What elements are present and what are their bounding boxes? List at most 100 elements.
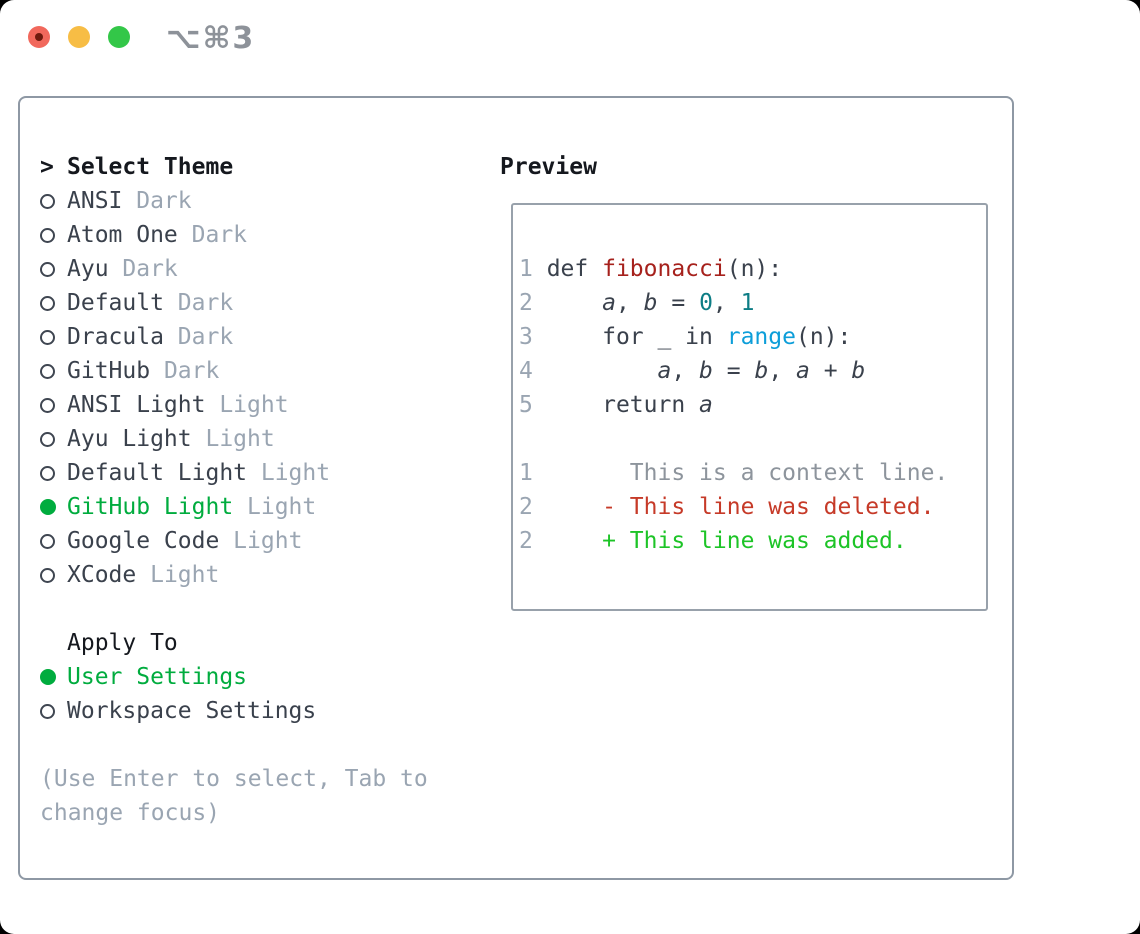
radio-icon[interactable] — [40, 295, 55, 311]
theme-option-github-light[interactable]: GitHub Light Light — [40, 490, 428, 524]
spacer-row — [40, 592, 428, 626]
zoom-button[interactable] — [108, 26, 130, 48]
line-number: 2 — [519, 494, 547, 520]
code-segment-plain — [547, 358, 658, 384]
theme-name: XCode — [67, 562, 137, 588]
code-segment-plain — [547, 290, 602, 316]
prompt-caret: > — [40, 154, 54, 180]
code-segment-plain: = — [712, 358, 755, 384]
close-button[interactable] — [28, 26, 50, 48]
code-segment-var: b — [754, 358, 769, 384]
code-segment-plain: (n): — [726, 256, 783, 282]
select-theme-header: > Select Theme — [40, 150, 428, 184]
apply-option-user-settings[interactable]: User Settings — [40, 660, 428, 694]
code-segment-plain: , — [615, 290, 644, 316]
radio-icon[interactable] — [40, 567, 55, 583]
code-segment-plain: = — [657, 290, 700, 316]
theme-option-ansi[interactable]: ANSI Dark — [40, 184, 428, 218]
theme-name: Atom One — [67, 222, 178, 248]
code-line: 4 a, b = b, a + b — [519, 354, 980, 388]
theme-option-atom-one[interactable]: Atom One Dark — [40, 218, 428, 252]
theme-option-ayu[interactable]: Ayu Dark — [40, 252, 428, 286]
radio-icon[interactable] — [40, 703, 55, 719]
minimize-button[interactable] — [68, 26, 90, 48]
radio-icon[interactable] — [40, 533, 55, 549]
line-number: 2 — [519, 290, 547, 316]
code-segment-func: fibonacci — [602, 256, 727, 282]
theme-name: ANSI Light — [67, 392, 206, 418]
theme-name: Default Light — [67, 460, 248, 486]
radio-selected-icon[interactable] — [40, 499, 56, 515]
theme-name: Ayu — [67, 256, 109, 282]
theme-option-dracula[interactable]: Dracula Dark — [40, 320, 428, 354]
line-number: 2 — [519, 528, 547, 554]
code-line: 2 a, b = 0, 1 — [519, 286, 980, 320]
code-segment-plain: , — [712, 290, 741, 316]
radio-icon[interactable] — [40, 397, 55, 413]
theme-variant-label: Light — [191, 426, 275, 452]
code-segment-plain: for _ in — [546, 324, 727, 350]
theme-option-default[interactable]: Default Dark — [40, 286, 428, 320]
radio-icon[interactable] — [40, 261, 55, 277]
code-segment-var: b — [643, 290, 658, 316]
theme-name: GitHub Light — [67, 494, 234, 520]
code-line: 1 This is a context line. — [519, 456, 980, 490]
radio-icon[interactable] — [40, 329, 55, 345]
radio-icon[interactable] — [40, 431, 55, 447]
code-line: 1 def fibonacci(n): — [519, 252, 980, 286]
code-segment-add: + This line was added. — [546, 528, 907, 554]
line-number: 5 — [519, 392, 547, 418]
code-line: 3 for _ in range(n): — [519, 320, 980, 354]
theme-variant-label: Dark — [163, 324, 234, 350]
code-segment-plain: (n): — [795, 324, 852, 350]
radio-icon[interactable] — [40, 227, 55, 243]
code-segment-var: a — [657, 358, 672, 384]
theme-name: Dracula — [67, 324, 164, 350]
code-segment-var: a — [796, 358, 810, 384]
apply-option-workspace-settings[interactable]: Workspace Settings — [40, 694, 428, 728]
radio-selected-icon[interactable] — [40, 669, 56, 685]
spacer-row — [40, 728, 428, 762]
theme-option-default-light[interactable]: Default Light Light — [40, 456, 428, 490]
theme-option-ayu-light[interactable]: Ayu Light Light — [40, 422, 428, 456]
code-segment-var: a — [602, 290, 616, 316]
theme-variant-label: Light — [136, 562, 220, 588]
code-line: 5 return a — [519, 388, 980, 422]
select-theme-title: Select Theme — [67, 154, 234, 180]
hint-text-line: change focus) — [40, 800, 221, 826]
window-title-shortcut: ⌥⌘3 — [166, 21, 256, 56]
theme-option-xcode[interactable]: XCode Light — [40, 558, 428, 592]
code-segment-plain: + — [809, 358, 852, 384]
theme-option-ansi-light[interactable]: ANSI Light Light — [40, 388, 428, 422]
theme-variant-label: Dark — [122, 188, 192, 214]
theme-option-google-code[interactable]: Google Code Light — [40, 524, 428, 558]
theme-variant-label: Dark — [150, 358, 220, 384]
theme-variant-label: Dark — [108, 256, 178, 282]
line-number: 4 — [519, 358, 547, 384]
code-segment-plain: , — [671, 358, 700, 384]
code-segment-var: a — [699, 392, 713, 418]
code-line — [519, 422, 980, 456]
theme-variant-label: Light — [233, 494, 317, 520]
code-segment-var: b — [851, 358, 866, 384]
code-segment-plain: , — [768, 358, 797, 384]
radio-icon[interactable] — [40, 465, 55, 481]
theme-name: Default — [67, 290, 164, 316]
code-line: 2 - This line was deleted. — [519, 490, 980, 524]
theme-variant-label: Light — [247, 460, 331, 486]
code-segment-num: 1 — [740, 290, 755, 316]
radio-icon[interactable] — [40, 363, 55, 379]
radio-icon[interactable] — [40, 193, 55, 209]
code-line: 2 + This line was added. — [519, 524, 980, 558]
theme-variant-label: Dark — [163, 290, 234, 316]
preview-title: Preview — [500, 154, 597, 180]
theme-name: Google Code — [67, 528, 220, 554]
titlebar: ⌥⌘3 — [0, 0, 1140, 96]
theme-option-github[interactable]: GitHub Dark — [40, 354, 428, 388]
apply-option-label: Workspace Settings — [67, 698, 317, 724]
